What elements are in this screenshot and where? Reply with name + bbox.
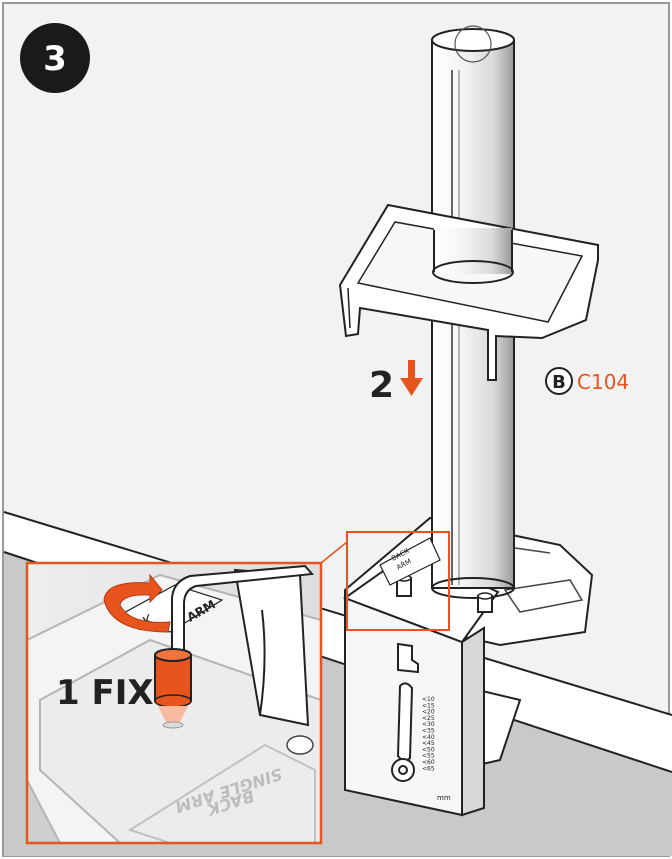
scale-tick: <30 bbox=[422, 721, 435, 728]
scale-unit: mm bbox=[437, 794, 451, 802]
scale-tick: <50 bbox=[422, 746, 435, 753]
scale-tick: <20 bbox=[422, 709, 435, 716]
down-arrow-icon bbox=[400, 360, 423, 396]
depth-scale: <10<15<20<25<30<35<40<45<50<55<60<65 bbox=[422, 696, 435, 772]
scale-tick: <60 bbox=[422, 759, 435, 766]
detail-highlight-box bbox=[346, 531, 450, 631]
part-letter-circle bbox=[545, 367, 573, 395]
keyhole-slot bbox=[397, 642, 419, 674]
scale-tick: <35 bbox=[422, 728, 435, 735]
step-badge bbox=[20, 23, 90, 93]
adjust-slot bbox=[396, 682, 414, 762]
zoom-inset-border bbox=[25, 561, 323, 845]
step-number: 3 bbox=[43, 39, 67, 79]
scale-tick: <45 bbox=[422, 740, 435, 747]
scale-tick: <65 bbox=[422, 765, 435, 772]
fix-label: 1 FIX bbox=[56, 673, 154, 713]
part-letter: B bbox=[552, 372, 566, 393]
pole-cap bbox=[431, 28, 515, 52]
scale-tick: <10 bbox=[422, 696, 435, 703]
scale-tick: <25 bbox=[422, 715, 435, 722]
scale-tick: <40 bbox=[422, 734, 435, 741]
zoom-inset: SINGLE ARM BACK CK ARM bbox=[25, 561, 323, 845]
allen-key-icon bbox=[171, 564, 315, 656]
scale-tick: <15 bbox=[422, 702, 435, 709]
rotate-arrow-icon bbox=[103, 573, 171, 633]
step-2-label: 2 bbox=[369, 365, 394, 406]
adjust-bolt bbox=[391, 758, 415, 782]
scale-tick: <55 bbox=[422, 753, 435, 760]
part-code: C104 bbox=[577, 370, 629, 394]
